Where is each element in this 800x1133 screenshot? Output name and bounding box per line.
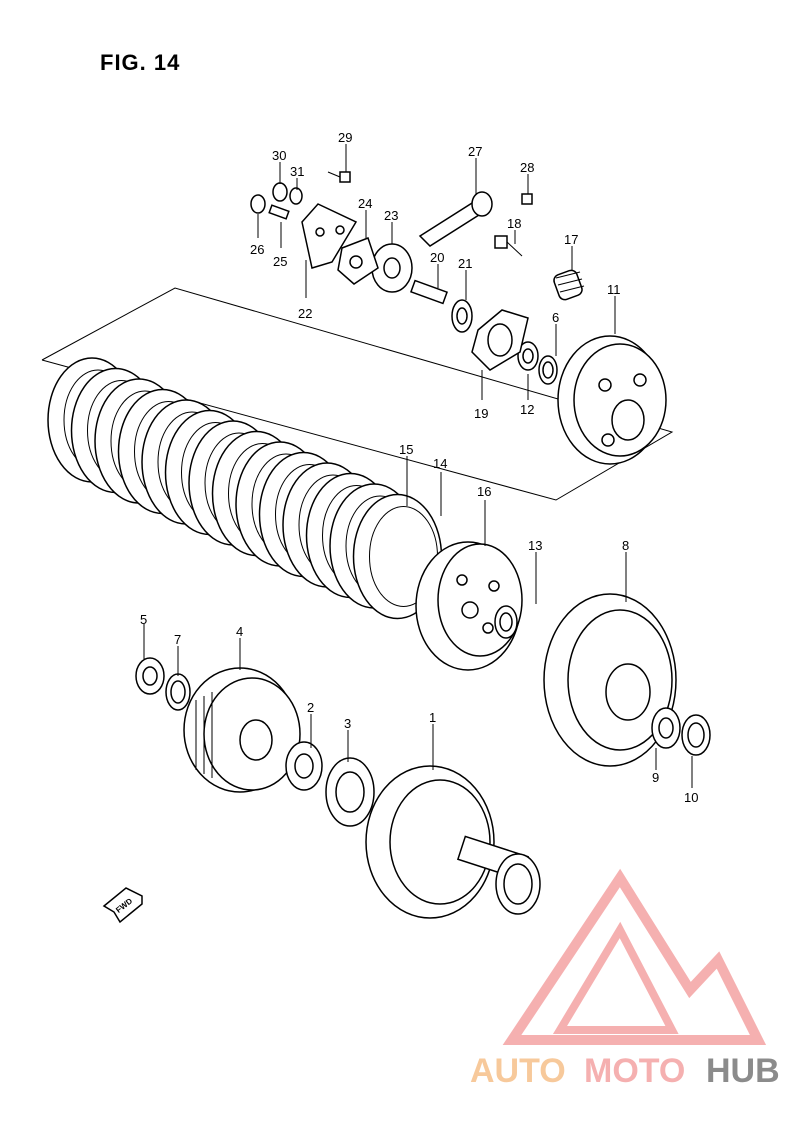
callout-10: 10 [684, 790, 698, 805]
part-11-clutch-housing [557, 335, 667, 465]
part-22-bracket [301, 203, 358, 269]
callout-labels: 1 2 3 4 5 6 7 8 9 10 11 12 13 14 15 16 1… [140, 130, 698, 805]
callout-27: 27 [468, 144, 482, 159]
callout-2: 2 [307, 700, 314, 715]
callout-14: 14 [433, 456, 447, 471]
watermark-text-auto: AUTO [470, 1052, 566, 1090]
part-4-primary-driven-gear [183, 667, 301, 793]
part-21-bearing [451, 299, 473, 333]
callout-31: 31 [290, 164, 304, 179]
callout-17: 17 [564, 232, 578, 247]
part-20-push-rod [410, 279, 448, 305]
callout-15: 15 [399, 442, 413, 457]
part-25-stud [268, 204, 290, 220]
callout-9: 9 [652, 770, 659, 785]
callout-16: 16 [477, 484, 491, 499]
callout-6: 6 [552, 310, 559, 325]
part-18-bolt [494, 235, 523, 257]
callout-26: 26 [250, 242, 264, 257]
callout-18: 18 [507, 216, 521, 231]
callout-12: 12 [520, 402, 534, 417]
part-12-nut [517, 341, 539, 371]
callout-3: 3 [344, 716, 351, 731]
watermark-text-hub: HUB [706, 1052, 780, 1090]
callout-4: 4 [236, 624, 243, 639]
callout-19: 19 [474, 406, 488, 421]
callout-30: 30 [272, 148, 286, 163]
callout-24: 24 [358, 196, 372, 211]
callout-8: 8 [622, 538, 629, 553]
part-17-spring [553, 269, 585, 301]
part-9-spacer [651, 707, 681, 749]
callout-5: 5 [140, 612, 147, 627]
part-19-pressure-plate [471, 309, 529, 371]
automotohub-watermark: AUTO MOTO HUB [470, 868, 780, 1090]
part-26-nut [250, 194, 266, 214]
clutch-plate-stack [47, 357, 443, 620]
callout-21: 21 [458, 256, 472, 271]
part-29-bolt [327, 171, 351, 183]
part-10-washer [681, 714, 711, 756]
callout-13: 13 [528, 538, 542, 553]
part-23-release-cam [371, 243, 413, 293]
part-24-gasket [337, 237, 379, 285]
fwd-arrow-icon: FWD [102, 887, 143, 924]
part-5-nut [135, 657, 165, 695]
part-2-spacer [285, 741, 323, 791]
part-27-release-arm [418, 191, 493, 247]
watermark-logo-icon [502, 868, 767, 1045]
watermark-text-moto: MOTO [584, 1052, 685, 1090]
figure-title: FIG. 14 [100, 50, 181, 75]
callout-28: 28 [520, 160, 534, 175]
part-16-pressure-disc [415, 541, 523, 671]
part-13-washer [494, 605, 518, 639]
part-31-washer [289, 187, 303, 205]
callout-23: 23 [384, 208, 398, 223]
part-6-washer [538, 355, 558, 385]
plate-stack-outline [41, 287, 674, 501]
callout-7: 7 [174, 632, 181, 647]
callout-1: 1 [429, 710, 436, 725]
part-7-washer [165, 673, 191, 711]
callout-22: 22 [298, 306, 312, 321]
part-30-nut [272, 182, 288, 202]
callout-25: 25 [273, 254, 287, 269]
part-3-needle-bearing [325, 757, 375, 827]
leader-lines [143, 144, 693, 788]
part-28-bolt [521, 193, 533, 205]
callout-11: 11 [607, 282, 621, 297]
callout-29: 29 [338, 130, 352, 145]
callout-20: 20 [430, 250, 444, 265]
part-8-clutch-sleeve-hub [543, 593, 677, 767]
part-1-clutch-housing-gear [365, 765, 541, 919]
